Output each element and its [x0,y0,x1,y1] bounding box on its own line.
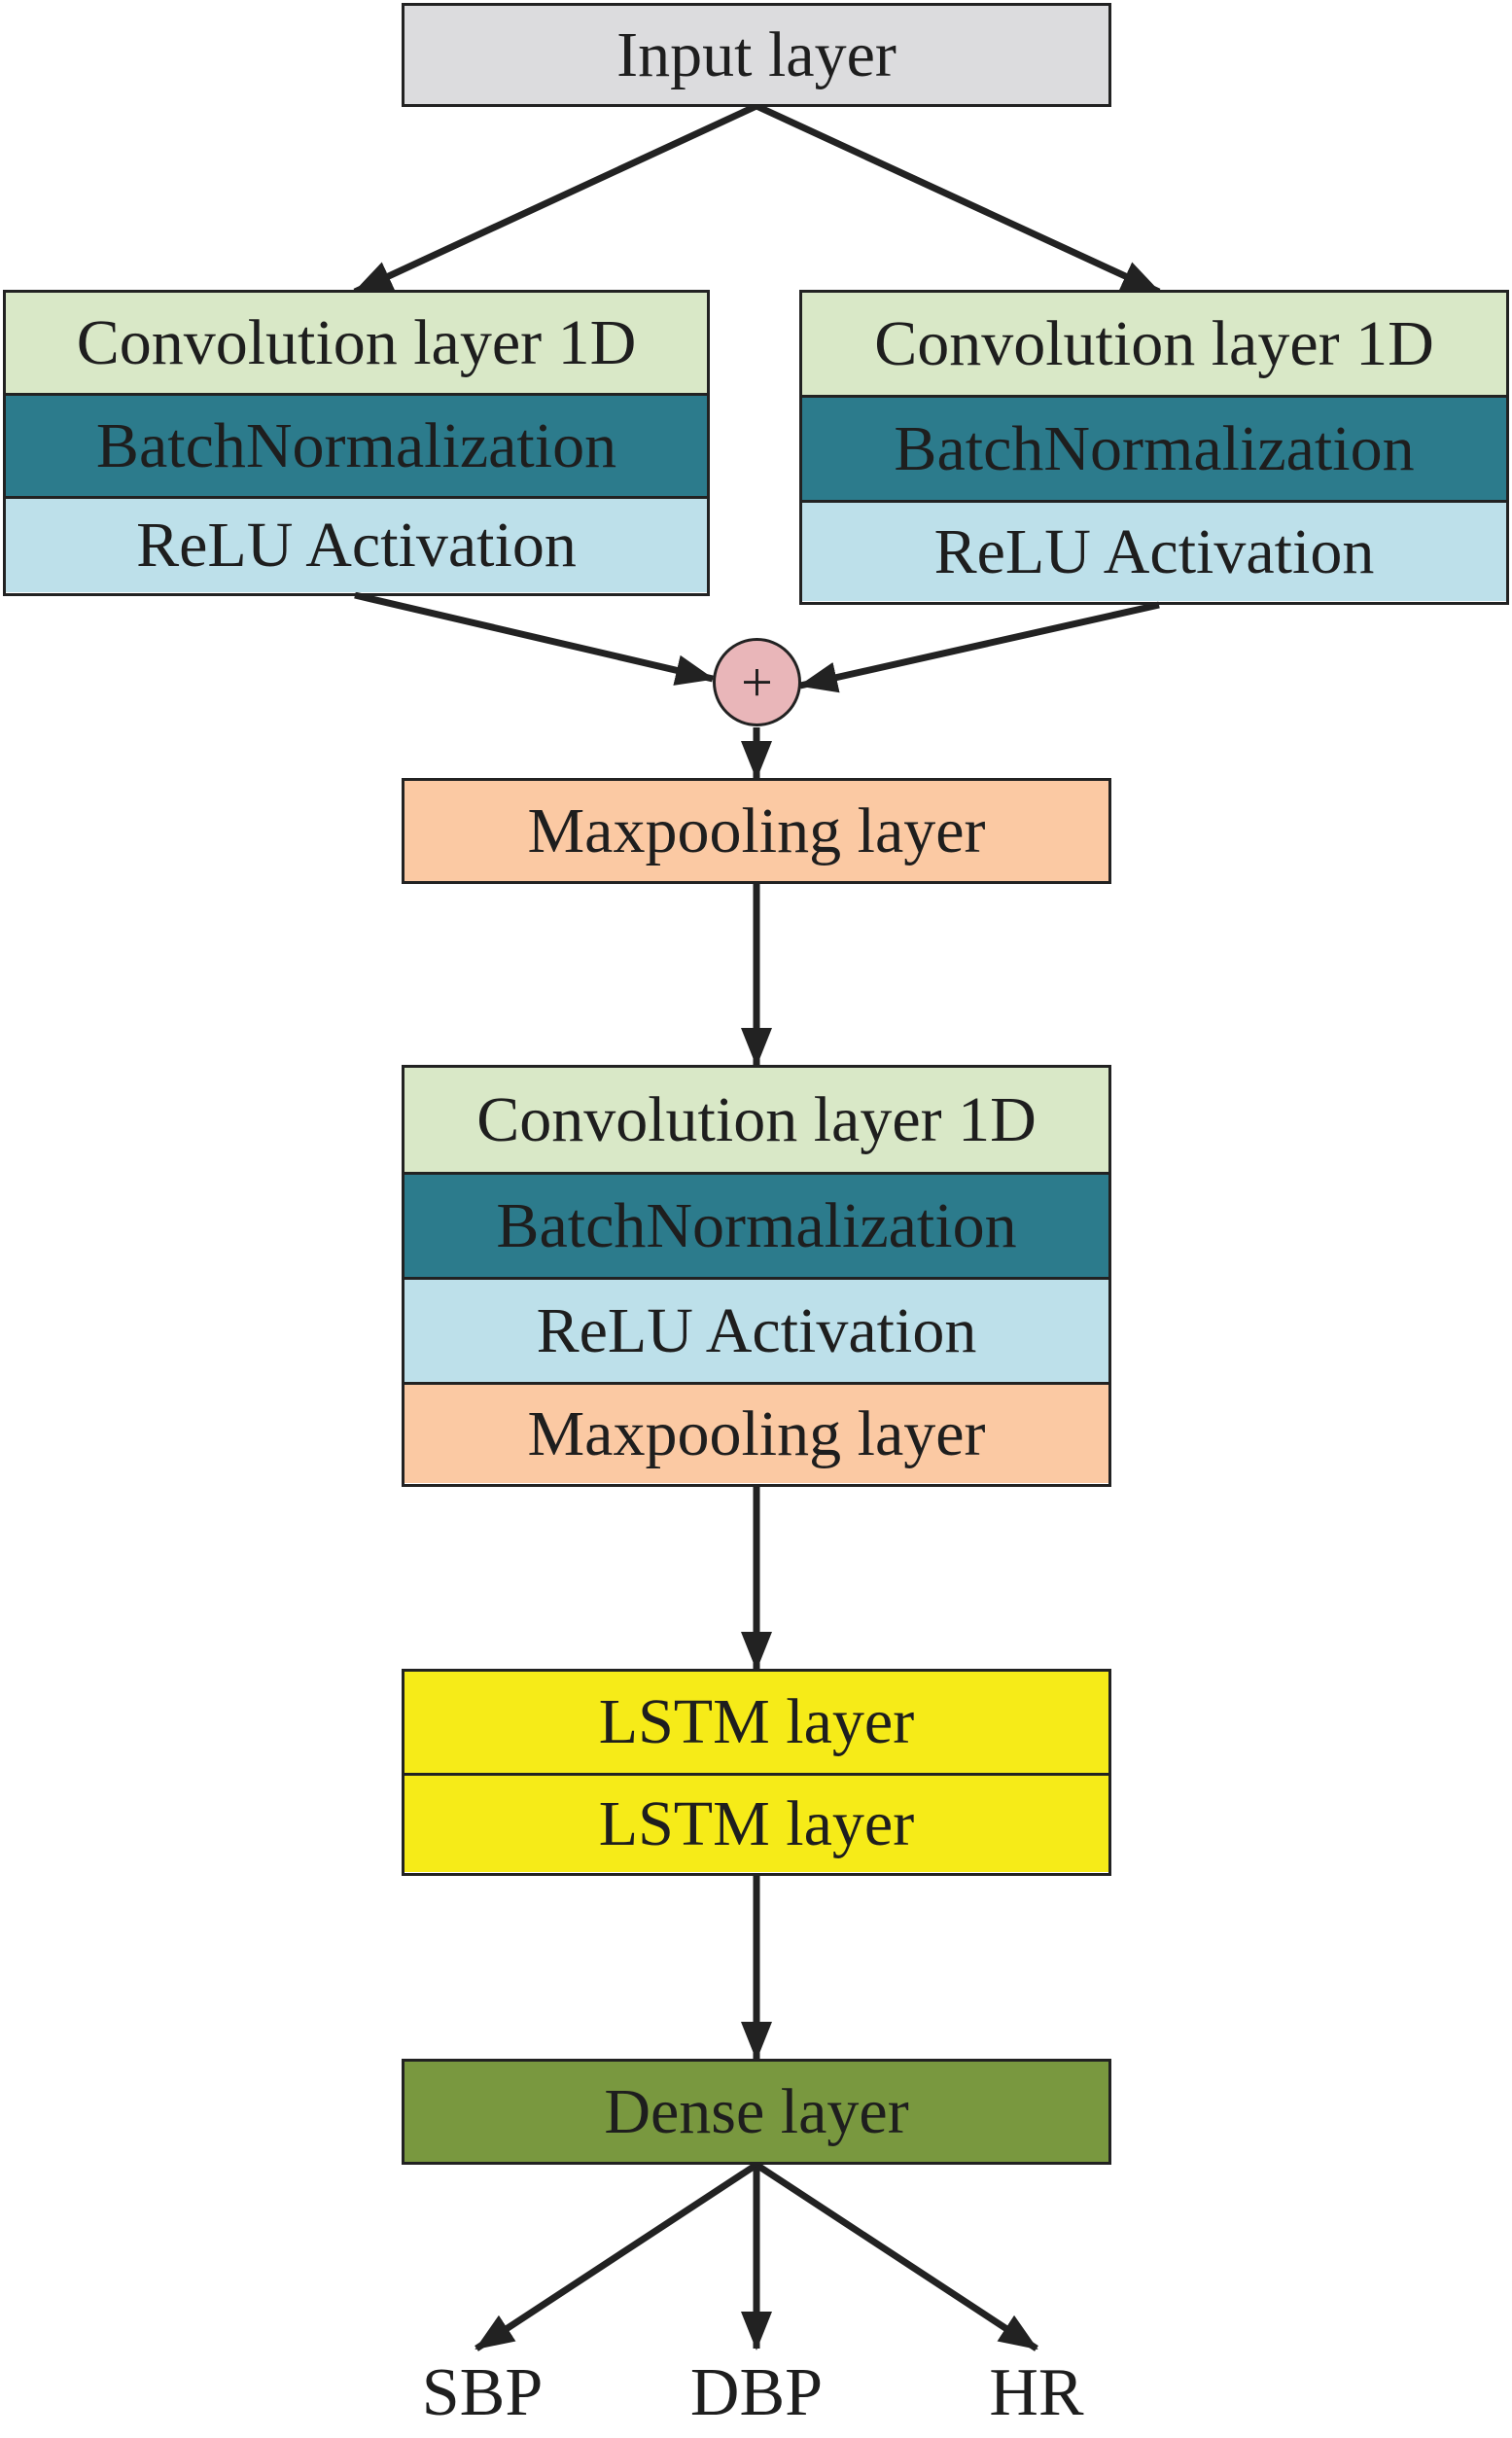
left-batchnorm-layer: BatchNormalization [6,393,707,496]
right-conv-branch: Convolution layer 1D BatchNormalization … [799,290,1509,605]
left-relu-layer: ReLU Activation [6,496,707,592]
arrow-left-branch-to-add [354,591,715,686]
lstm-layer-2: LSTM layer [404,1773,1108,1872]
arrow-input-to-left-branch [353,102,758,296]
left-conv-layer: Convolution layer 1D [6,293,707,393]
left-conv-branch: Convolution layer 1D BatchNormalization … [3,290,710,596]
block-conv-layer: Convolution layer 1D [404,1068,1108,1172]
add-node: + [713,638,801,726]
dense-layer-label: Dense layer [404,2062,1108,2162]
block-relu-layer: ReLU Activation [404,1277,1108,1382]
arrow-dense-to-hr [755,2162,1038,2351]
arrow-dense-to-sbp [475,2162,758,2351]
block-maxpool-layer: Maxpooling layer [404,1382,1108,1483]
output-dbp: DBP [689,2355,824,2430]
lstm-layer-1: LSTM layer [404,1672,1108,1773]
maxpool-layer-box: Maxpooling layer [402,778,1111,884]
arrow-right-branch-to-add [798,601,1160,693]
right-relu-layer: ReLU Activation [802,500,1506,601]
right-batchnorm-layer: BatchNormalization [802,395,1506,500]
block-batchnorm-layer: BatchNormalization [404,1172,1108,1277]
input-layer-label: Input layer [404,6,1108,104]
right-conv-layer: Convolution layer 1D [802,293,1506,395]
maxpool-layer-label: Maxpooling layer [404,781,1108,881]
input-layer-box: Input layer [402,3,1111,107]
lstm-block: LSTM layer LSTM layer [402,1669,1111,1876]
output-sbp: SBP [421,2355,544,2430]
arrow-input-to-right-branch [755,102,1161,296]
conv-block: Convolution layer 1D BatchNormalization … [402,1065,1111,1487]
output-hr: HR [989,2355,1084,2430]
dense-layer-box: Dense layer [402,2059,1111,2165]
